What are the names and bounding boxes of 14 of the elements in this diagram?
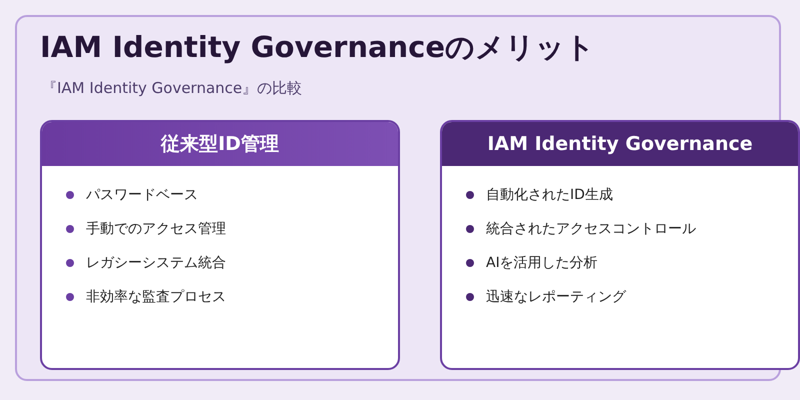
- subtitle: 『IAM Identity Governance』の比較: [42, 79, 302, 98]
- list-item-text: 迅速なレポーティング: [486, 288, 626, 306]
- card-header: 従来型ID管理: [42, 122, 398, 166]
- page-title: IAM Identity Governanceのメリット: [40, 29, 596, 66]
- list-item-text: レガシーシステム統合: [86, 254, 226, 272]
- card-header: IAM Identity Governance: [442, 122, 798, 166]
- list-item-text: 統合されたアクセスコントロール: [486, 220, 696, 238]
- list-item-text: パスワードベース: [86, 186, 198, 204]
- card: [40, 120, 400, 370]
- card: [440, 120, 800, 370]
- list-item-text: 自動化されたID生成: [486, 186, 613, 204]
- list-item-text: 非効率な監査プロセス: [86, 288, 226, 306]
- list-item-text: 手動でのアクセス管理: [86, 220, 226, 238]
- list-item-text: AIを活用した分析: [486, 254, 598, 272]
